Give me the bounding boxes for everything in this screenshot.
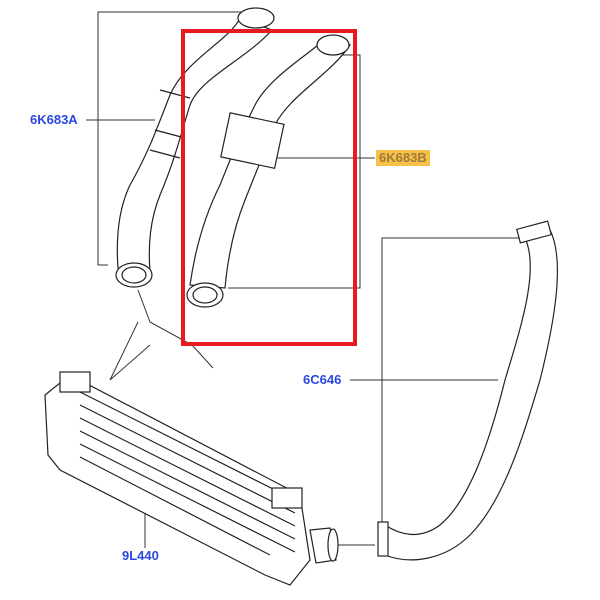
label-6K683A[interactable]: 6K683A: [30, 112, 78, 127]
leader-lines: [86, 11, 520, 548]
intercooler-9L440: [44, 371, 339, 586]
label-6K683B-highlighted[interactable]: 6K683B: [376, 150, 430, 166]
label-9L440[interactable]: 9L440: [122, 548, 159, 563]
label-6C646[interactable]: 6C646: [303, 372, 342, 387]
hose-6K683A: [115, 7, 275, 288]
selection-box: [181, 29, 357, 346]
hose-6C646: [377, 220, 558, 561]
hose-6K683B: [186, 34, 352, 308]
